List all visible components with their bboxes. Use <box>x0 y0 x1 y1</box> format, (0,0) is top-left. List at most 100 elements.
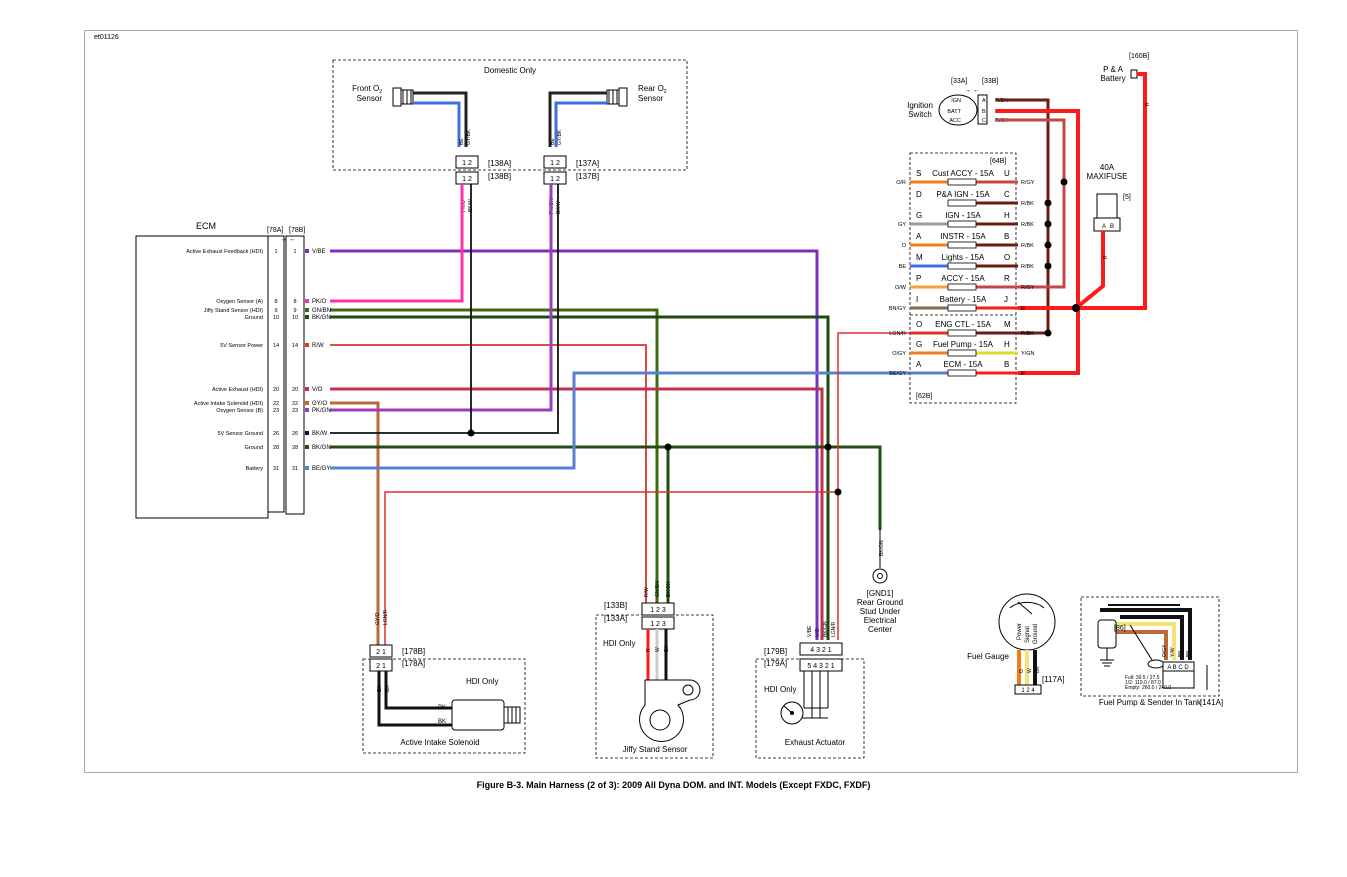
svg-text:Electrical: Electrical <box>864 616 897 625</box>
ecm-pin-label: Battery <box>246 466 264 472</box>
svg-text:HDI Only: HDI Only <box>764 685 796 694</box>
svg-text:BK: BK <box>438 705 446 711</box>
fuse-pin-right: C <box>1004 190 1010 199</box>
pa-battery: [160B] P & A Battery R <box>1018 53 1151 310</box>
ecm-pin-number: 22 <box>273 401 279 407</box>
ecm-pin-number-b: 8 <box>293 299 296 305</box>
fuse-pin-left: P <box>916 274 921 283</box>
ecm-pin-wire: BK/W <box>312 431 328 437</box>
ecm-pin-color-mark <box>305 466 309 470</box>
svg-text:Fuel Gauge: Fuel Gauge <box>967 652 1009 661</box>
svg-text:V/BE: V/BE <box>807 625 813 637</box>
fuse-wire-right: R/GY <box>1021 180 1035 186</box>
fuse-name: P&A IGN - 15A <box>936 190 990 199</box>
ignition-row-pin: C <box>982 118 986 124</box>
ecm-pin-number-b: 28 <box>292 445 298 451</box>
fuse-wire-right: R/BK <box>1021 201 1034 207</box>
fuse-wire-left: BE <box>899 264 907 270</box>
connector-138: 1 2 1 2 [138A] [138B] <box>455 155 511 185</box>
ignition-row-pin: A <box>982 98 986 104</box>
svg-text:BK: BK <box>377 685 383 692</box>
svg-text:BK: BK <box>664 645 670 652</box>
svg-text:[160B]: [160B] <box>1129 53 1149 60</box>
svg-text:1 2 4: 1 2 4 <box>1021 688 1035 694</box>
rear-o2-sensor-icon <box>606 87 628 107</box>
svg-text:GN/BN: GN/BN <box>655 581 661 597</box>
svg-text:BK: BK <box>438 719 446 725</box>
ecm-pin-wire: R/W <box>312 343 324 349</box>
svg-text:Battery: Battery <box>1100 74 1125 83</box>
fuse-wire-left: LGN/R <box>889 331 906 337</box>
svg-text:Empty: 260.0 / 240.0: Empty: 260.0 / 240.0 <box>1125 685 1171 691</box>
ecm-pin-label: 5V Sensor Power <box>220 343 263 349</box>
splice-dot <box>1044 199 1052 207</box>
svg-text:[179A]: [179A] <box>764 659 787 668</box>
svg-text:1 2: 1 2 <box>462 176 472 183</box>
ecm-pin-label: Oxygen Sensor (A) <box>216 299 263 305</box>
fuse-pin-left: G <box>916 340 922 349</box>
ecm-pin-number-b: 1 <box>293 249 296 255</box>
svg-text:GY/O: GY/O <box>375 612 381 625</box>
svg-text:R/W: R/W <box>644 587 650 597</box>
svg-text:Rear Ground: Rear Ground <box>857 598 903 607</box>
svg-text:Full: 39.5 / 27.5: Full: 39.5 / 27.5 <box>1125 675 1160 681</box>
fuse-name: INSTR - 15A <box>940 232 986 241</box>
ecm-pin-color-mark <box>305 315 309 319</box>
fuse-pin-right: B <box>1004 232 1009 241</box>
svg-text:HDI Only: HDI Only <box>466 677 498 686</box>
svg-text:2 1: 2 1 <box>376 649 386 656</box>
svg-text:2 1: 2 1 <box>376 663 386 670</box>
svg-text:BE: BE <box>550 138 556 145</box>
svg-text:W: W <box>655 647 661 652</box>
svg-text:→ ←: → ← <box>964 87 980 94</box>
ecm-pin-number: 28 <box>273 445 279 451</box>
fuse-pin-right: H <box>1004 340 1010 349</box>
fuse-pin-right: U <box>1004 169 1010 178</box>
svg-text:BK: BK <box>1178 650 1184 657</box>
diagram-frame <box>84 30 1298 773</box>
svg-text:R: R <box>1103 255 1109 259</box>
ecm-pin-wire: BK/GN <box>312 315 331 321</box>
fuse-pin-right: J <box>1004 295 1008 304</box>
domestic-title: Domestic Only <box>484 66 536 75</box>
fuse-wire-left: BN/GY <box>889 306 906 312</box>
fuse-icon <box>947 329 977 337</box>
fuse-wire-right: R/BK <box>1021 243 1034 249</box>
ecm-pin-label: Active Intake Solenoid (HDI) <box>194 401 263 407</box>
svg-text:A B C D: A B C D <box>1167 665 1189 671</box>
svg-text:W: W <box>1027 668 1033 673</box>
svg-text:BK: BK <box>1186 650 1192 657</box>
fuse-name: ACCY - 15A <box>941 274 985 283</box>
svg-text:GY/BK: GY/BK <box>557 129 563 145</box>
ecm-pin-number: 26 <box>273 431 279 437</box>
ecm-pin-number: 14 <box>273 343 279 349</box>
ecm-pin-wire: PK/O <box>312 299 327 305</box>
svg-text:V/O: V/O <box>815 628 821 637</box>
ecm-pin-number: 23 <box>273 408 279 414</box>
svg-text:R: R <box>646 648 652 652</box>
svg-text:1/2: 119.0 / 87.0: 1/2: 119.0 / 87.0 <box>1125 680 1161 686</box>
fuse-pin-left: O <box>916 320 922 329</box>
ecm-pin-number-b: 9 <box>293 308 296 314</box>
ecm-pin-number-b: 22 <box>292 401 298 407</box>
ecm-pin-label: Active Exhaust (HDI) <box>212 387 263 393</box>
ignition-row-name: ACC <box>949 118 961 124</box>
ecm-pin-wire: GN/BN <box>312 308 331 314</box>
ecm-pin-label: Active Exhaust Feedback (HDI) <box>186 249 263 255</box>
ecm-pin-color-mark <box>305 299 309 303</box>
fuse-name: Battery - 15A <box>940 295 987 304</box>
ecm-pin-number: 10 <box>273 315 279 321</box>
svg-text:5 4 3 2 1: 5 4 3 2 1 <box>807 663 834 670</box>
svg-text:Sensor: Sensor <box>357 94 383 103</box>
svg-text:MAXIFUSE: MAXIFUSE <box>1087 172 1128 181</box>
svg-text:Center: Center <box>868 625 892 634</box>
svg-text:Exhaust Actuator: Exhaust Actuator <box>785 738 846 747</box>
svg-text:1 2 3: 1 2 3 <box>650 621 666 628</box>
ignition-row-name: BATT <box>947 109 961 115</box>
ecm-pin-number: 20 <box>273 387 279 393</box>
svg-text:[138B]: [138B] <box>488 172 511 181</box>
svg-text:[117A]: [117A] <box>1042 675 1065 684</box>
